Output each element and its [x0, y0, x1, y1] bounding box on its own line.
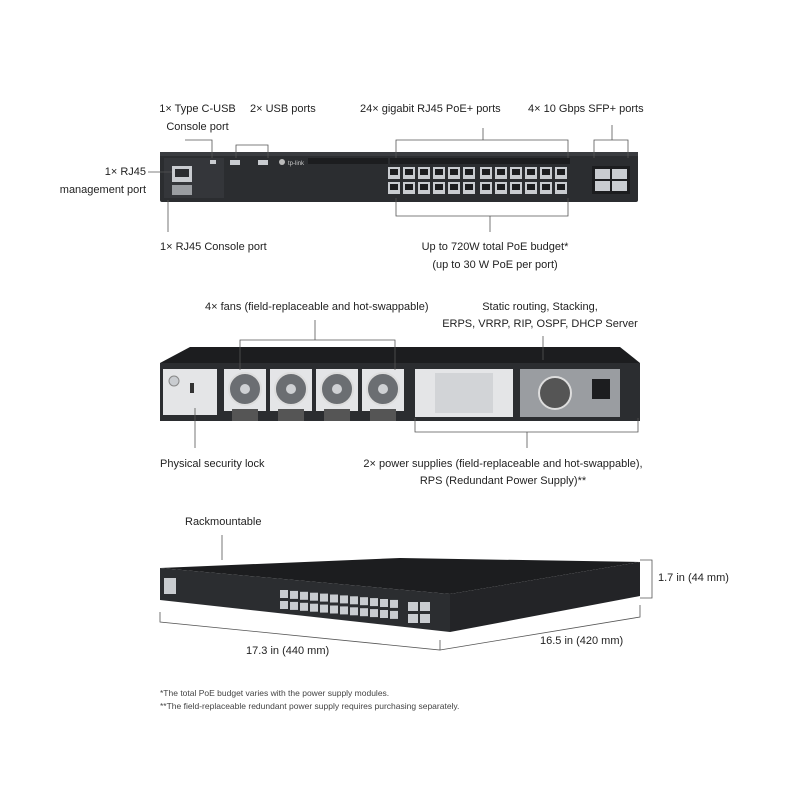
depth-label: 16.5 in (420 mm)	[540, 635, 624, 647]
usb-port-1	[230, 160, 240, 165]
usb-ports-label: 2× USB ports	[250, 103, 316, 115]
iso-rj45-port	[360, 597, 368, 606]
iso-rj45-port	[350, 607, 358, 616]
iso-port-grid	[164, 578, 430, 623]
footnote-1: *The total PoE budget varies with the po…	[160, 688, 390, 698]
iso-rj45-port	[360, 608, 368, 617]
power-supplies-label: 2× power supplies (field-replaceable and…	[363, 458, 643, 487]
iso-rj45-port	[330, 594, 338, 603]
security-lock-icon	[168, 375, 180, 387]
sfp-port-1	[595, 169, 610, 179]
rj45-poe-ports-label: 24× gigabit RJ45 PoE+ ports	[360, 103, 501, 115]
sfp-port-3	[595, 181, 610, 191]
sfp-cage	[592, 166, 630, 194]
usb-port-2	[258, 160, 268, 165]
width-label: 17.3 in (440 mm)	[246, 645, 330, 657]
iso-rj45-port	[380, 610, 388, 618]
sfp-port-2	[612, 169, 627, 179]
management-port-label: 1× RJ45 management port	[59, 166, 146, 196]
iso-sfp-port	[420, 614, 430, 623]
iso-rj45-port	[390, 610, 398, 619]
iso-rj45-port	[280, 601, 288, 609]
iso-rj45-port	[370, 598, 378, 607]
iso-rj45-port	[300, 591, 308, 600]
console-rj45-port	[172, 185, 192, 195]
rj45-console-label: 1× RJ45 Console port	[160, 241, 267, 253]
iso-rj45-port	[380, 599, 388, 607]
rear-chassis-top	[160, 347, 640, 363]
iso-side-face	[450, 562, 640, 632]
height-label: 1.7 in (44 mm)	[658, 572, 729, 584]
iso-rj45-port	[350, 596, 358, 605]
iso-rj45-port	[340, 595, 348, 604]
iso-rj45-port	[320, 593, 328, 602]
iso-rj45-port	[310, 592, 318, 601]
iso-rj45-port	[390, 599, 398, 608]
psu-fan-icon	[538, 376, 572, 410]
iso-sfp-port	[408, 602, 418, 611]
iso-rj45-port	[310, 603, 318, 612]
iso-rj45-port	[300, 602, 308, 611]
front-brand: tp-link	[288, 161, 305, 167]
features-label: Static routing, Stacking, ERPS, VRRP, RI…	[442, 301, 638, 330]
security-lock-label: Physical security lock	[160, 458, 265, 470]
front-rj45-port-grid	[388, 167, 567, 194]
iso-rj45-port	[280, 590, 288, 598]
iso-sfp-port	[420, 602, 430, 611]
iso-rj45-port	[340, 606, 348, 615]
iso-top	[160, 558, 640, 594]
iso-rj45-port	[320, 604, 328, 613]
iso-rj45-port	[370, 609, 378, 618]
isometric-view	[160, 558, 640, 632]
footnote-2: **The field-replaceable redundant power …	[160, 701, 460, 711]
rear-panel	[160, 347, 640, 421]
fans-label: 4× fans (field-replaceable and hot-swapp…	[205, 301, 429, 313]
poe-budget-label: Up to 720W total PoE budget* (up to 30 W…	[421, 241, 569, 271]
power-inlet-icon	[592, 379, 610, 399]
typec-port	[210, 160, 216, 164]
iso-rj45-port	[290, 601, 298, 610]
front-panel: tp-link	[160, 152, 638, 202]
rackmountable-label: Rackmountable	[185, 516, 262, 528]
iso-rj45-port	[330, 605, 338, 614]
iso-sfp-port	[408, 614, 418, 623]
typec-usb-label: 1× Type C-USB Console port	[159, 103, 236, 133]
fan-modules	[224, 369, 404, 421]
tp-link-logo-icon	[279, 159, 285, 165]
sfp-port-4	[612, 181, 627, 191]
iso-rj45-port	[290, 590, 298, 599]
sfp-ports-label: 4× 10 Gbps SFP+ ports	[528, 103, 644, 115]
